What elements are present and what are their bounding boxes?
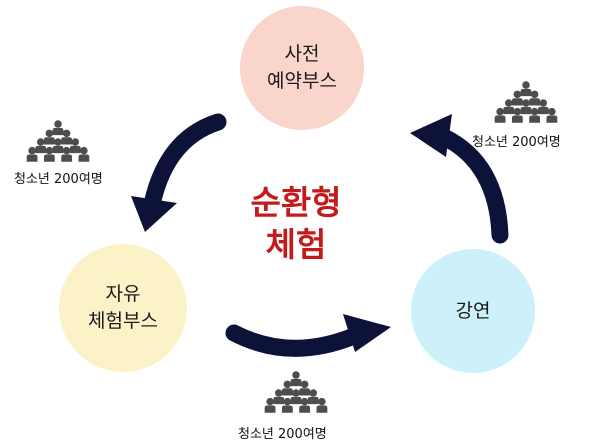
caption-right: 청소년 200여명	[472, 135, 561, 150]
free-experience-booth-node: 자유 체험부스	[59, 244, 187, 372]
people-group-icon	[495, 81, 558, 123]
center-title: 순환형 체험	[226, 182, 366, 266]
arrow-pre-to-free	[131, 113, 227, 232]
arrow-free-to-lecture	[225, 314, 391, 357]
caption-left: 청소년 200여명	[14, 172, 103, 187]
center-title-line2: 체험	[265, 225, 327, 264]
node-label-line1: 자유	[105, 283, 141, 305]
caption-bottom: 청소년 200여명	[238, 427, 327, 442]
node-label-line1: 강연	[455, 299, 491, 322]
node-label-line1: 사전	[284, 43, 320, 65]
arrow-lecture-to-pre	[410, 114, 509, 244]
center-title-line1: 순환형	[250, 183, 342, 222]
pre-booking-booth-node: 사전 예약부스	[240, 6, 364, 130]
lecture-node: 강연	[411, 249, 535, 373]
people-group-icon	[27, 120, 90, 162]
node-label-line2: 예약부스	[267, 70, 337, 92]
node-label-line2: 체험부스	[88, 310, 158, 332]
people-group-icon	[265, 371, 328, 413]
